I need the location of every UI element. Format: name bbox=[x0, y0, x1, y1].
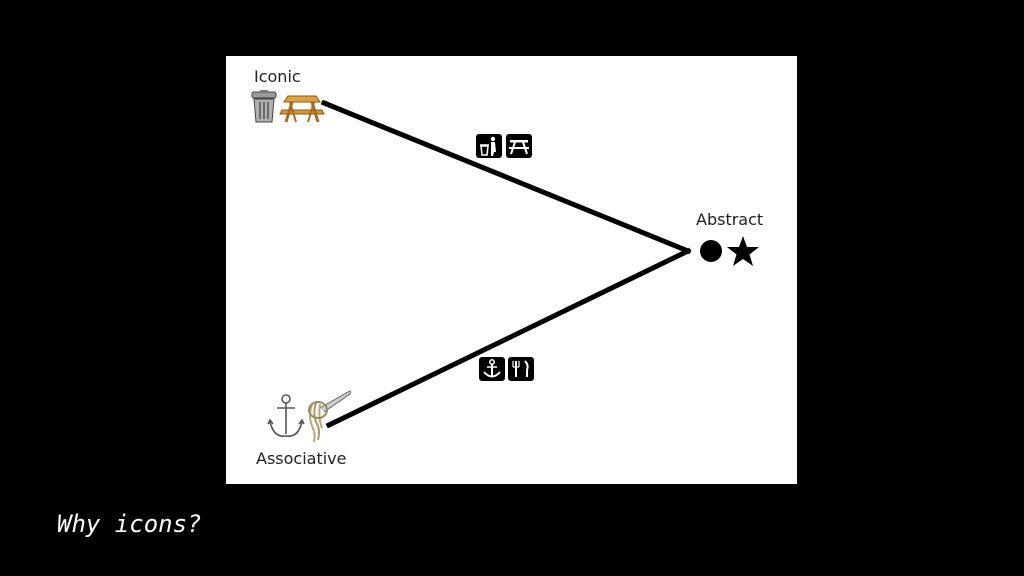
picnic-table-icon bbox=[279, 95, 325, 123]
edge-associative-abstract bbox=[325, 247, 692, 429]
diagram-panel: Iconic Abstract Associative bbox=[226, 56, 797, 484]
anchor-icon bbox=[267, 394, 305, 438]
slide-caption: Why icons? bbox=[57, 510, 202, 538]
star-icon bbox=[727, 236, 759, 266]
trash-can-icon bbox=[251, 90, 277, 123]
anchor-pictogram-icon bbox=[479, 357, 505, 381]
fork-with-spaghetti-icon bbox=[308, 390, 352, 443]
node-label-associative: Associative bbox=[256, 449, 347, 468]
circle-icon bbox=[700, 240, 722, 262]
picnic-table-pictogram-icon bbox=[506, 134, 532, 158]
node-label-iconic: Iconic bbox=[254, 67, 301, 86]
fork-knife-pictogram-icon bbox=[508, 357, 534, 381]
trash-pictogram-icon bbox=[476, 134, 502, 158]
triangle-diagram bbox=[251, 90, 759, 443]
edge-iconic-abstract bbox=[320, 99, 692, 255]
node-label-abstract: Abstract bbox=[696, 210, 764, 229]
